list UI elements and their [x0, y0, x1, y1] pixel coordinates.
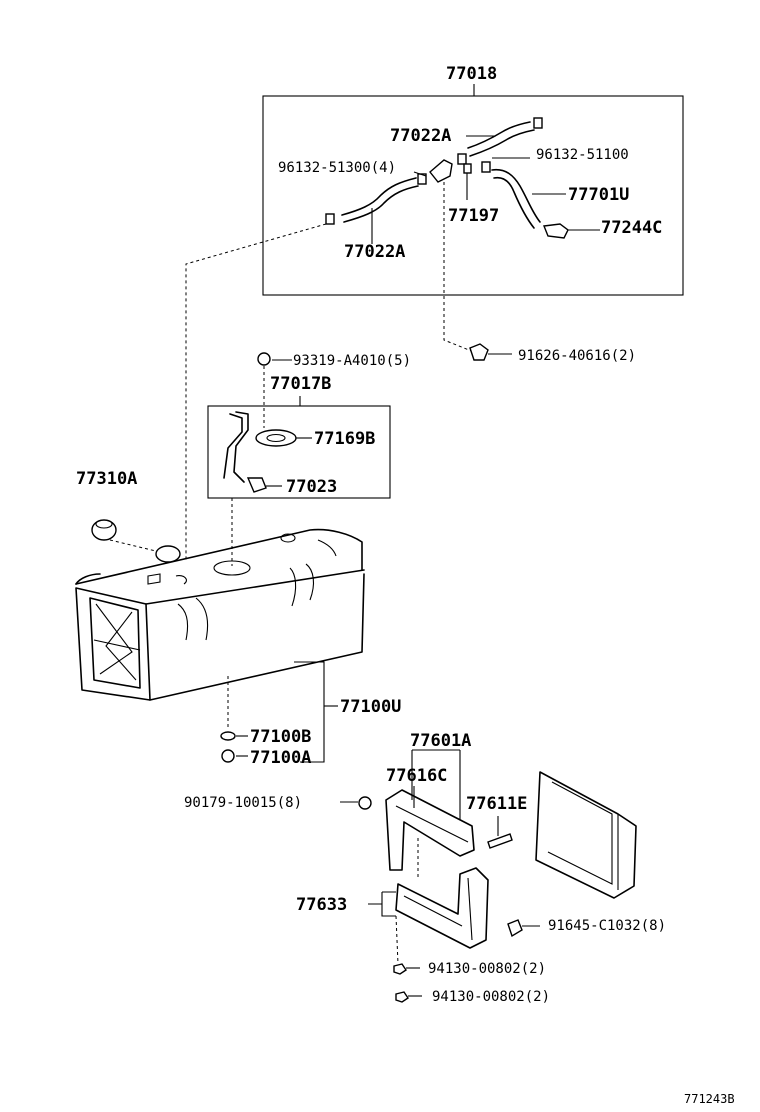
hose-77022a-lower	[341, 177, 417, 216]
band-77616c	[385, 789, 475, 871]
hose-clamp	[481, 161, 491, 173]
label-94130-00802-upper: 94130-00802(2)	[428, 961, 546, 977]
hose-77022a-upper	[467, 121, 531, 149]
hose-kit-group	[185, 84, 684, 560]
washer-77100b	[220, 731, 236, 741]
cap-77310a	[91, 519, 161, 553]
hose-clamp	[417, 173, 427, 185]
label-77022a-upper: 77022A	[390, 126, 451, 146]
sender-gauge-77023	[246, 477, 267, 493]
bolt-90179	[358, 796, 372, 810]
label-77310a: 77310A	[76, 469, 137, 489]
label-77022a-lower: 77022A	[344, 242, 405, 262]
hose-clamp	[325, 213, 335, 225]
label-77017b: 77017B	[270, 374, 331, 394]
label-77611e: 77611E	[466, 794, 527, 814]
label-77023: 77023	[286, 477, 337, 497]
label-77100b: 77100B	[250, 727, 311, 747]
nut-94130-upper	[393, 963, 407, 975]
nut-94130-lower	[395, 991, 409, 1003]
label-77100a: 77100A	[250, 748, 311, 768]
label-77244c: 77244C	[601, 218, 662, 238]
bracket-77633	[395, 867, 489, 949]
hose-clamp	[457, 153, 467, 165]
band-right	[535, 771, 637, 899]
hose-clamp	[533, 117, 543, 129]
gasket-77169b	[255, 429, 297, 447]
bolt-91645	[507, 919, 523, 938]
bracket-assembly-77601a	[340, 749, 637, 1003]
label-77169b: 77169B	[314, 429, 375, 449]
label-77018: 77018	[446, 64, 497, 84]
stud-77611e	[487, 833, 513, 849]
connector-77197	[429, 159, 453, 183]
gauge-kit-group	[207, 352, 391, 566]
filler-neck	[155, 545, 181, 563]
label-91645-c1032: 91645-C1032(8)	[548, 918, 666, 934]
label-96132-51100: 96132-51100	[536, 147, 629, 163]
hose-77701u	[491, 168, 541, 223]
nut-77100a	[221, 749, 235, 763]
illustration-code: 771243B	[684, 1092, 735, 1106]
label-93319-a4010: 93319-A4010(5)	[293, 353, 411, 369]
part-labels: 77018 77022A 96132-51300(4) 96132-51100 …	[76, 64, 735, 1106]
hose-kit-frame	[262, 95, 684, 296]
label-77601a: 77601A	[410, 731, 471, 751]
label-77633: 77633	[296, 895, 347, 915]
label-96132-51300: 96132-51300(4)	[278, 160, 396, 176]
label-77616c: 77616C	[386, 766, 447, 786]
gauge-kit-frame	[207, 405, 391, 499]
label-94130-00802-lower: 94130-00802(2)	[432, 989, 550, 1005]
label-77100u: 77100U	[340, 697, 401, 717]
label-90179-10015: 90179-10015(8)	[184, 795, 302, 811]
bolt-93319-head	[257, 352, 271, 366]
fuel-tank-77100u	[75, 528, 365, 763]
bolt-91626	[469, 343, 512, 361]
sender-opening	[213, 560, 251, 576]
label-91626-40616: 91626-40616(2)	[518, 348, 636, 364]
label-77701u: 77701U	[568, 185, 629, 205]
label-77197: 77197	[448, 206, 499, 226]
fitting-77244c	[543, 223, 569, 239]
sender-gauge-tube	[233, 411, 249, 483]
tank-washers	[220, 731, 248, 763]
